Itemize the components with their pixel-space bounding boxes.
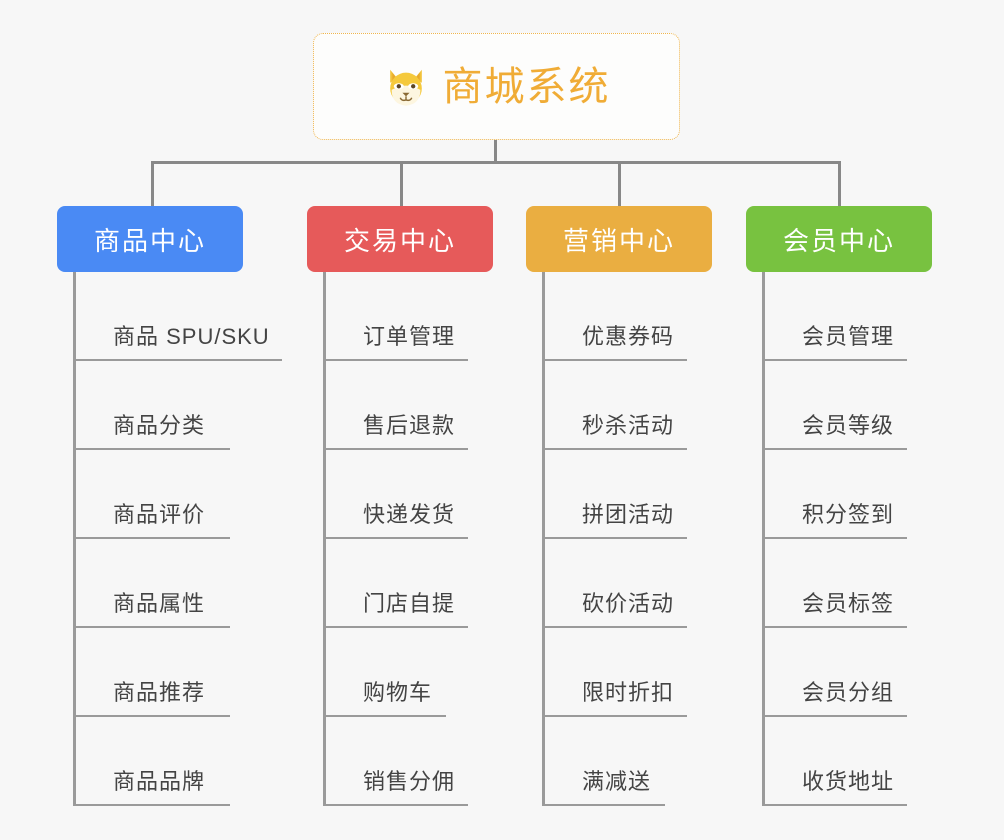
leaf-underline bbox=[762, 537, 907, 539]
leaf-label: 商品分类 bbox=[113, 413, 206, 438]
leaf-item[interactable]: 拼团活动 bbox=[542, 450, 687, 539]
branch-1: 商品 SPU/SKU 商品分类 商品评价 商品属性 商品推荐 商品品牌 bbox=[73, 272, 288, 814]
leaf-item[interactable]: 满减送 bbox=[542, 717, 665, 806]
leaf-underline bbox=[323, 804, 468, 806]
leaf-label: 销售分佣 bbox=[363, 769, 456, 794]
leaf-underline bbox=[73, 359, 282, 361]
connector-horizontal-bus bbox=[151, 161, 841, 164]
leaf-item[interactable]: 优惠券码 bbox=[542, 272, 687, 361]
connector-drop-4 bbox=[838, 161, 841, 208]
category-label-2: 交易中心 bbox=[343, 225, 456, 256]
leaf-underline bbox=[762, 359, 907, 361]
leaf-underline bbox=[762, 448, 907, 450]
category-label-4: 会员中心 bbox=[782, 225, 895, 256]
leaf-label: 会员管理 bbox=[802, 324, 895, 349]
leaf-underline bbox=[73, 448, 230, 450]
leaf-underline bbox=[542, 448, 687, 450]
connector-drop-1 bbox=[151, 161, 154, 208]
branch-spine-4 bbox=[762, 272, 765, 806]
leaf-label: 售后退款 bbox=[363, 413, 456, 438]
leaf-item[interactable]: 秒杀活动 bbox=[542, 361, 687, 450]
leaf-underline bbox=[542, 537, 687, 539]
leaf-label: 会员等级 bbox=[802, 413, 895, 438]
connector-root-trunk bbox=[494, 140, 497, 164]
leaf-label: 拼团活动 bbox=[582, 502, 675, 527]
leaf-label: 秒杀活动 bbox=[582, 413, 675, 438]
leaf-item[interactable]: 会员标签 bbox=[762, 539, 907, 628]
leaf-label: 积分签到 bbox=[802, 502, 895, 527]
leaf-underline bbox=[762, 715, 907, 717]
leaf-underline bbox=[762, 804, 907, 806]
leaf-label: 会员标签 bbox=[802, 591, 895, 616]
category-box-2[interactable]: 交易中心 bbox=[307, 206, 493, 272]
leaf-label: 商品 SPU/SKU bbox=[113, 324, 270, 349]
connector-drop-2 bbox=[400, 161, 403, 208]
leaf-underline bbox=[73, 804, 230, 806]
leaf-underline bbox=[542, 359, 687, 361]
leaf-item[interactable]: 售后退款 bbox=[323, 361, 468, 450]
branch-spine-1 bbox=[73, 272, 76, 806]
root-title: 商城系统 bbox=[442, 64, 611, 109]
leaf-label: 商品属性 bbox=[113, 591, 206, 616]
branch-spine-2 bbox=[323, 272, 326, 806]
leaf-label: 商品评价 bbox=[113, 502, 206, 527]
leaf-item[interactable]: 砍价活动 bbox=[542, 539, 687, 628]
leaf-item[interactable]: 会员管理 bbox=[762, 272, 907, 361]
shiba-dog-face-icon bbox=[389, 69, 422, 106]
category-box-3[interactable]: 营销中心 bbox=[526, 206, 712, 272]
leaf-label: 门店自提 bbox=[363, 591, 456, 616]
leaf-item[interactable]: 购物车 bbox=[323, 628, 446, 717]
leaf-underline bbox=[323, 715, 446, 717]
leaf-item[interactable]: 限时折扣 bbox=[542, 628, 687, 717]
category-label-1: 商品中心 bbox=[93, 225, 206, 256]
leaf-item[interactable]: 快递发货 bbox=[323, 450, 468, 539]
leaf-item[interactable]: 销售分佣 bbox=[323, 717, 468, 806]
leaf-label: 购物车 bbox=[363, 680, 433, 705]
branch-2: 订单管理 售后退款 快递发货 门店自提 购物车 销售分佣 bbox=[323, 272, 508, 814]
leaf-underline bbox=[542, 715, 687, 717]
leaf-label: 砍价活动 bbox=[582, 591, 675, 616]
leaf-underline bbox=[323, 359, 468, 361]
category-box-1[interactable]: 商品中心 bbox=[57, 206, 243, 272]
leaf-underline bbox=[73, 626, 230, 628]
leaf-underline bbox=[73, 715, 230, 717]
leaf-item[interactable]: 商品评价 bbox=[73, 450, 230, 539]
leaf-underline bbox=[323, 448, 468, 450]
leaf-label: 会员分组 bbox=[802, 680, 895, 705]
leaf-label: 商品品牌 bbox=[113, 769, 206, 794]
leaf-label: 订单管理 bbox=[363, 324, 456, 349]
leaf-item[interactable]: 积分签到 bbox=[762, 450, 907, 539]
leaf-item[interactable]: 商品推荐 bbox=[73, 628, 230, 717]
leaf-item[interactable]: 收货地址 bbox=[762, 717, 907, 806]
leaf-item[interactable]: 商品分类 bbox=[73, 361, 230, 450]
leaf-item[interactable]: 商品 SPU/SKU bbox=[73, 272, 282, 361]
leaf-item[interactable]: 商品品牌 bbox=[73, 717, 230, 806]
leaf-label: 限时折扣 bbox=[582, 680, 675, 705]
root-node-shop-system[interactable]: 商城系统 bbox=[313, 33, 680, 140]
category-label-3: 营销中心 bbox=[562, 225, 675, 256]
category-box-4[interactable]: 会员中心 bbox=[746, 206, 932, 272]
leaf-label: 收货地址 bbox=[802, 769, 895, 794]
leaf-item[interactable]: 会员等级 bbox=[762, 361, 907, 450]
branch-3: 优惠券码 秒杀活动 拼团活动 砍价活动 限时折扣 满减送 bbox=[542, 272, 727, 814]
leaf-underline bbox=[542, 804, 665, 806]
leaf-label: 快递发货 bbox=[363, 502, 456, 527]
leaf-label: 商品推荐 bbox=[113, 680, 206, 705]
leaf-underline bbox=[762, 626, 907, 628]
leaf-underline bbox=[542, 626, 687, 628]
branch-4: 会员管理 会员等级 积分签到 会员标签 会员分组 收货地址 bbox=[762, 272, 947, 814]
leaf-underline bbox=[323, 626, 468, 628]
leaf-item[interactable]: 会员分组 bbox=[762, 628, 907, 717]
leaf-item[interactable]: 门店自提 bbox=[323, 539, 468, 628]
leaf-label: 优惠券码 bbox=[582, 324, 675, 349]
leaf-underline bbox=[73, 537, 230, 539]
connector-drop-3 bbox=[618, 161, 621, 208]
branch-spine-3 bbox=[542, 272, 545, 806]
leaf-underline bbox=[323, 537, 468, 539]
leaf-label: 满减送 bbox=[582, 769, 652, 794]
leaf-item[interactable]: 订单管理 bbox=[323, 272, 468, 361]
leaf-item[interactable]: 商品属性 bbox=[73, 539, 230, 628]
